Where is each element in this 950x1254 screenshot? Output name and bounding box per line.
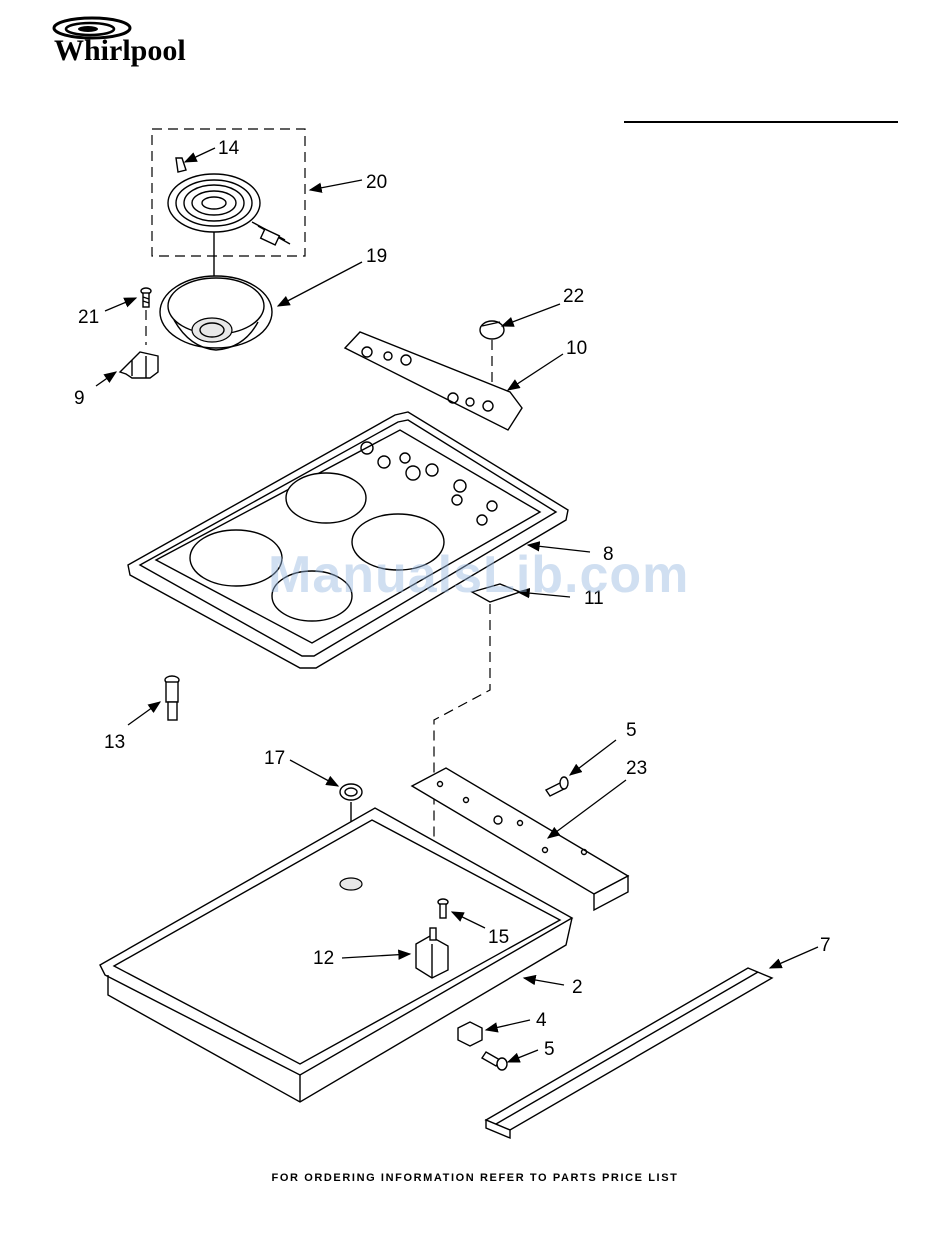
grommet-17 — [340, 784, 362, 800]
callout-5-lower: 5 — [544, 1039, 555, 1060]
leader-19 — [278, 262, 362, 306]
leader-13 — [128, 702, 160, 725]
screw-15 — [438, 899, 448, 918]
callout-17: 17 — [264, 748, 285, 769]
leader-2 — [524, 978, 564, 985]
footer-note: FOR ORDERING INFORMATION REFER TO PARTS … — [0, 1172, 950, 1184]
screw-5-lower — [482, 1052, 507, 1070]
leader-9 — [96, 372, 116, 386]
leader-14 — [185, 148, 215, 162]
leader-5-lower — [508, 1050, 538, 1062]
leader-7 — [770, 947, 818, 968]
leader-20 — [310, 180, 362, 190]
watermark-text: ManualsLib.com — [268, 545, 689, 605]
screw-5-upper — [546, 777, 568, 796]
control-panel-10 — [345, 332, 522, 430]
callout-22: 22 — [563, 286, 584, 307]
callout-5-upper: 5 — [626, 720, 637, 741]
callout-15: 15 — [488, 927, 509, 948]
callout-2: 2 — [572, 977, 583, 998]
callout-19: 19 — [366, 246, 387, 267]
callout-9: 9 — [74, 388, 85, 409]
callout-23: 23 — [626, 758, 647, 779]
leader-21 — [105, 298, 136, 311]
bracket-4 — [458, 1022, 482, 1046]
callout-12: 12 — [313, 948, 334, 969]
callout-14: 14 — [218, 138, 240, 159]
drip-bowl — [160, 276, 272, 350]
leader-10 — [508, 354, 563, 390]
callout-10: 10 — [566, 338, 587, 359]
callout-7: 7 — [820, 935, 831, 956]
plug-13 — [165, 676, 179, 720]
callout-13: 13 — [104, 732, 125, 753]
leader-4 — [486, 1020, 530, 1030]
knob-22 — [480, 321, 504, 339]
cooktop-8 — [128, 412, 568, 668]
callout-20: 20 — [366, 172, 387, 193]
element-bracket — [176, 158, 186, 172]
leader-17 — [290, 760, 338, 786]
terminal-block-9 — [120, 352, 158, 378]
callout-4: 4 — [536, 1010, 547, 1031]
screw-21 — [141, 288, 151, 307]
leader-5-upper — [570, 740, 616, 775]
surface-element-coil — [168, 174, 290, 245]
leader-22 — [502, 304, 560, 326]
callout-21: 21 — [78, 307, 99, 328]
